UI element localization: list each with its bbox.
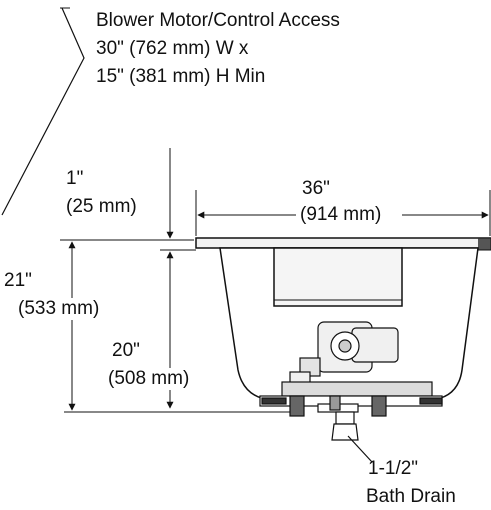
- rim-edge-right: [478, 237, 491, 251]
- basin-height-mm: (508 mm): [108, 368, 190, 390]
- access-note-leader: [1, 7, 85, 216]
- width-dimension-inches: 36": [302, 178, 330, 199]
- drain-label: Bath Drain: [366, 486, 456, 507]
- access-note-line1: Blower Motor/Control Access: [96, 10, 340, 31]
- access-note-line2: 30" (762 mm) W x: [96, 38, 249, 59]
- control-panel: [273, 247, 403, 307]
- rim-dimension-inches: 1": [66, 168, 84, 189]
- overall-height-mm: (533 mm): [18, 298, 100, 320]
- tub-rim: [195, 237, 491, 249]
- overall-height-inches: 21": [4, 270, 32, 291]
- drain-size: 1-1/2": [368, 458, 419, 479]
- pump-frame: [259, 381, 443, 417]
- width-dimension-mm: (914 mm): [300, 204, 382, 225]
- basin-height-inches: 20": [112, 340, 140, 361]
- drain-fitting: [331, 411, 359, 441]
- drain-leader: [347, 435, 373, 463]
- rim-dimension-mm: (25 mm): [66, 196, 137, 217]
- access-note-line3: 15" (381 mm) H Min: [96, 66, 266, 87]
